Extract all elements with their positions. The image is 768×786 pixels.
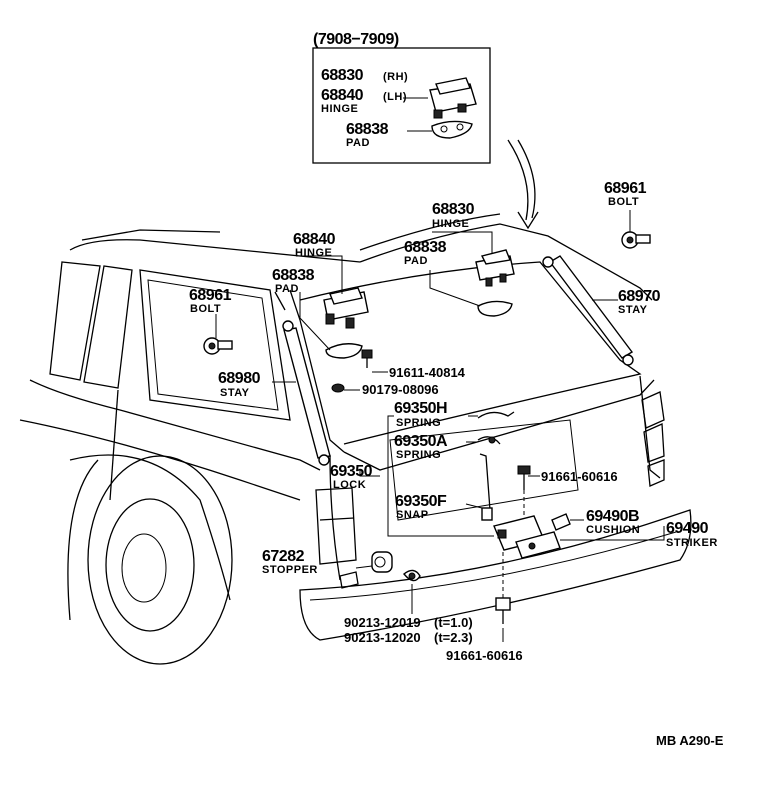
label-bolt-left-number: 68961 [189,287,232,304]
hinge-rh-drawing [475,249,515,287]
label-pad-lh-name: PAD [275,283,299,295]
label-shim-2-note: (t=2.3) [434,630,473,645]
stopper-drawing [371,551,393,573]
label-stopper-name: STOPPER [262,564,318,576]
lock-rod-drawing [479,453,493,521]
inset-pointer-arrow [507,139,539,230]
label-pad-rh-number: 68838 [404,239,447,256]
label-stay-right-name: STAY [618,304,648,316]
inset-frame [312,47,491,164]
label-bolt-right-number: 68961 [604,180,647,197]
label-bolt-91661-bottom: 91661-60616 [446,648,523,663]
inset-hinge-name: HINGE [321,103,358,115]
label-hinge-lh-name: HINGE [295,247,332,259]
inset-hinge-rh-suffix: (RH) [383,71,408,83]
label-lock-name: LOCK [333,479,366,491]
leader-lines [215,210,665,642]
striker-drawing [515,531,561,559]
label-spring-a-name: SPRING [396,449,441,461]
inset-hinge-lh-number: 68840 [321,87,364,104]
cushion-drawing [551,513,571,531]
inset-hinge-lh-suffix: (LH) [383,91,407,103]
inset-hinge-drawing [429,77,477,119]
bolt-left-drawing [203,337,233,355]
label-shim-1-note: (t=1.0) [434,615,473,630]
label-pad-rh-name: PAD [404,255,428,267]
diagram-code: MB A290-E [656,733,724,748]
label-shim-1-number: 90213-12019 [344,615,421,630]
label-stay-left-name: STAY [220,387,250,399]
pad-lh-drawing [325,343,363,359]
label-nut-90179: 90179-08096 [362,382,439,397]
label-hinge-rh-name: HINGE [432,218,469,230]
label-cushion-number: 69490B [586,508,639,525]
nut-90179-drawing [331,383,345,393]
label-bolt-right-name: BOLT [608,196,639,208]
label-shim-2-number: 90213-12020 [344,630,421,645]
shim-drawing [403,569,421,582]
label-lock-number: 69350 [330,463,373,480]
label-snap-name: SNAP [396,509,429,521]
spring-h-drawing [477,411,515,419]
label-spring-h-name: SPRING [396,417,441,429]
bolt-91661-top-drawing [517,465,531,490]
bolt-right-drawing [621,231,651,249]
pad-rh-drawing [477,300,513,317]
label-striker-number: 69490 [666,520,709,537]
label-pad-lh-number: 68838 [272,267,315,284]
spring-a-drawing [477,436,501,445]
label-bolt-91661-top: 91661-60616 [541,469,618,484]
label-stay-right-number: 68970 [618,288,661,305]
label-hinge-rh-number: 68830 [432,201,475,218]
part-labels: 68961 BOLT 68830 HINGE 68840 HINGE 68838… [189,180,718,663]
inset-range-label: (7908−7909) [313,31,399,48]
label-snap-number: 69350F [395,493,447,510]
inset-pad-number: 68838 [346,121,389,138]
inset-hinge-rh-number: 68830 [321,67,364,84]
label-stopper-number: 67282 [262,548,305,565]
label-spring-a-number: 69350A [394,433,448,450]
label-bolt-91611: 91611-40814 [389,365,466,380]
label-stay-left-number: 68980 [218,370,261,387]
label-cushion-name: CUSHION [586,524,640,536]
dashed-guide-lines [502,490,525,598]
bolt-91661-bottom-drawing [495,597,511,624]
label-bolt-left-name: BOLT [190,303,221,315]
label-hinge-lh-number: 68840 [293,231,336,248]
label-striker-name: STRIKER [666,537,718,549]
hinge-lh-drawing [323,287,369,329]
vehicle-body-outline [19,213,692,665]
stay-left-drawing [282,320,331,466]
bolt-91611-drawing [361,349,373,368]
inset-box: (7908−7909) 68830 (RH) 68840 (LH) HINGE … [312,31,491,164]
inset-pad-name: PAD [346,137,370,149]
stay-right-drawing [542,255,634,366]
inset-pad-drawing [431,120,473,139]
label-spring-h-number: 69350H [394,400,447,417]
